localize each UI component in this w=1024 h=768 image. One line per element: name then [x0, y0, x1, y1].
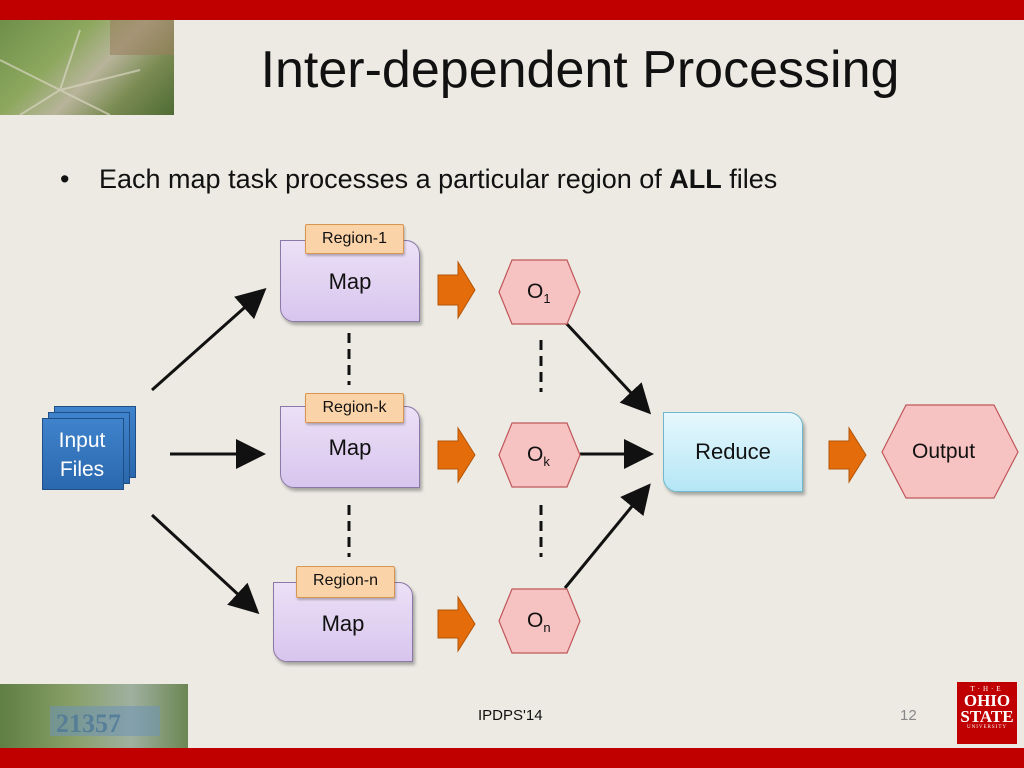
file-sheet-front — [42, 418, 124, 490]
input-files-line2: Files — [59, 458, 105, 481]
arrow-files-to-map1 — [151, 288, 267, 392]
orange-arrow-n — [437, 595, 476, 653]
top-accent-bar — [0, 0, 1024, 20]
reduce-box: Reduce — [663, 412, 803, 492]
region-tag-n: Region-n — [296, 566, 395, 598]
orange-arrow-k — [437, 426, 476, 484]
bullet-text-lead: Each map task processes a particular reg… — [99, 164, 670, 194]
map-label-k: Map — [328, 435, 372, 460]
orange-arrow-1 — [437, 260, 476, 320]
output-label-1: O1 — [527, 280, 551, 307]
arrow-o1-to-reduce — [563, 320, 652, 415]
input-files-stack — [42, 406, 136, 492]
final-output-label: Output — [912, 440, 976, 463]
campus-photo-top — [0, 20, 174, 115]
final-output-hex — [881, 404, 1019, 499]
region-tag-k: Region-k — [305, 393, 404, 423]
output-hex-k — [498, 422, 581, 488]
region-tag-1: Region-1 — [305, 224, 404, 254]
footer-conference: IPDPS'14 — [478, 707, 543, 724]
map-label-1: Map — [328, 269, 372, 294]
output-label-k: Ok — [527, 443, 550, 470]
bottom-accent-bar — [0, 748, 1024, 768]
slide-title: Inter-dependent Processing — [260, 41, 900, 99]
arrow-on-to-reduce — [563, 483, 651, 589]
osu-logo: T·H·E OHIO STATE UNIVERSITY — [957, 682, 1017, 744]
input-files-label: Input Files — [42, 426, 122, 484]
orange-arrow-reduce — [828, 426, 867, 484]
arrow-files-to-mapn — [150, 513, 260, 615]
output-hex-1 — [498, 259, 581, 325]
bullet-text-tail: files — [721, 164, 778, 194]
bullet-dot-icon: • — [60, 164, 70, 194]
campus-photo-bottom: 21357 — [0, 684, 188, 748]
map-label-n: Map — [321, 611, 365, 636]
svg-text:21357: 21357 — [56, 709, 121, 738]
bullet-point: • Each map task processes a particular re… — [60, 164, 777, 195]
input-files-line1: Input — [58, 429, 106, 452]
output-hex-n — [498, 588, 581, 654]
page-number: 12 — [900, 707, 917, 724]
bullet-text-bold: ALL — [669, 164, 722, 194]
output-label-n: On — [527, 609, 551, 636]
